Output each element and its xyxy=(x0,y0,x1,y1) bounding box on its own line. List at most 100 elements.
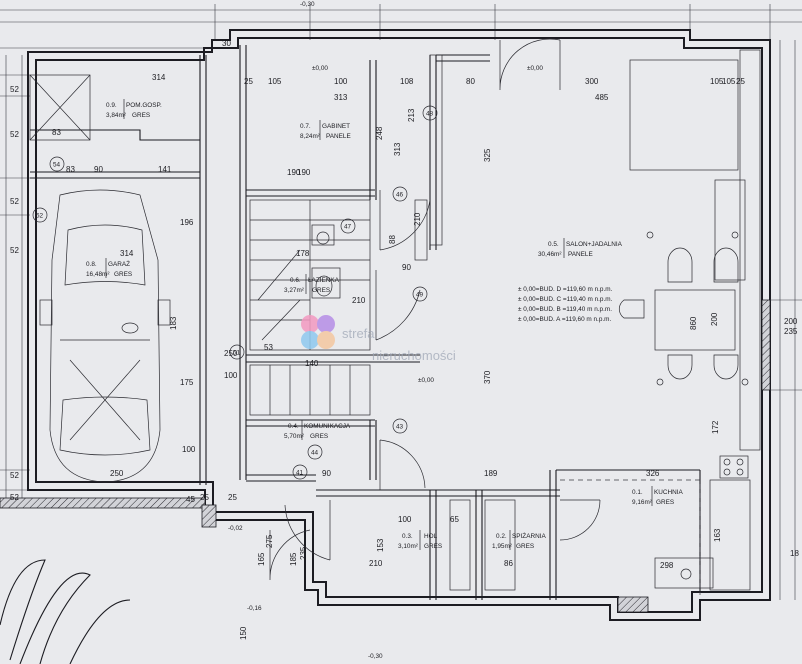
section-tag-label: 46 xyxy=(396,192,404,199)
svg-text:0.8.: 0.8. xyxy=(86,261,97,268)
section-tag-label: 52 xyxy=(36,213,44,220)
dimension-label: 65 xyxy=(450,515,459,524)
room-label-pom-gosp: 0.9. POM.GOSP. 3,84m² GRES xyxy=(106,99,162,119)
svg-text:0.1.: 0.1. xyxy=(632,489,643,496)
dimension-label: 52 xyxy=(10,85,19,94)
dimension-label: 326 xyxy=(646,469,660,478)
dimension-label: 298 xyxy=(660,561,674,570)
section-tag-label: 41 xyxy=(296,470,304,477)
dimension-label: 185 xyxy=(289,552,298,566)
dimension-label: 80 xyxy=(466,77,475,86)
dimension-label: 88 xyxy=(388,235,397,244)
staircase xyxy=(249,199,371,416)
svg-text:8,24m²: 8,24m² xyxy=(300,133,320,140)
svg-text:0.2.: 0.2. xyxy=(496,533,507,540)
dimension-label: 190 xyxy=(297,168,311,177)
svg-text:1,95m²: 1,95m² xyxy=(492,543,512,550)
dimension-label: 25 xyxy=(200,493,209,502)
section-tag-circle xyxy=(292,464,308,480)
dimension-label: 83 xyxy=(52,128,61,137)
svg-text:GRES: GRES xyxy=(424,543,442,550)
watermark-line1: strefa xyxy=(342,326,375,341)
dimension-label: 196 xyxy=(180,218,194,227)
section-tag-label: 54 xyxy=(53,162,61,169)
svg-text:GRES: GRES xyxy=(312,287,330,294)
dimension-label: 190 xyxy=(287,168,301,177)
svg-text:SPIŻARNIA: SPIŻARNIA xyxy=(512,531,546,540)
dimension-label: 86 xyxy=(504,559,513,568)
svg-text:0.6.: 0.6. xyxy=(290,277,301,284)
dimension-lines-top xyxy=(0,4,802,49)
dimension-label: 210 xyxy=(369,559,383,568)
doors xyxy=(269,38,601,581)
level-note-a: ± 0,00=BUD. A =119,60 m n.p.m. xyxy=(518,316,611,323)
watermark-logo xyxy=(301,315,335,349)
dimension-label: 165 xyxy=(257,552,266,566)
section-tag-label: 49 xyxy=(416,292,424,299)
dimension-label: 200 xyxy=(710,312,719,326)
bathroom-fixtures xyxy=(311,224,341,299)
section-tag-circle xyxy=(49,156,65,172)
dimension-label: 52 xyxy=(10,493,19,502)
dimension-label: 248 xyxy=(375,126,384,140)
dimension-label: 178 xyxy=(296,249,310,258)
level-mark: ±0,00 xyxy=(527,65,543,72)
section-tag-circle xyxy=(307,444,323,460)
dimension-label: 52 xyxy=(10,130,19,139)
dimension-label: 172 xyxy=(711,420,720,434)
dimension-label: 52 xyxy=(10,246,19,255)
dimension-label: 90 xyxy=(402,263,411,272)
dimension-label: 314 xyxy=(152,73,166,82)
shelves xyxy=(29,54,516,591)
svg-text:9,16m²: 9,16m² xyxy=(632,499,652,506)
room-label-lazienka: 0.6. ŁAZIENKA 3,27m² GRES xyxy=(284,274,340,294)
dimension-label: 90 xyxy=(322,469,331,478)
dimension-label: 300 xyxy=(585,77,599,86)
level-note-b: ± 0,00=BUD. B =119,40 m n.p.m. xyxy=(518,306,612,313)
svg-text:3,84m²: 3,84m² xyxy=(106,112,126,119)
svg-text:HOL: HOL xyxy=(424,533,438,540)
dimension-label: 313 xyxy=(393,142,402,156)
room-label-kuchnia: 0.1. KUCHNIA 9,16m² GRES xyxy=(632,486,683,506)
section-tag-circle xyxy=(392,418,408,434)
level-mark: -0,16 xyxy=(247,605,262,612)
room-label-garaz: 0.8. GARAŻ 16,48m² GRES xyxy=(86,258,132,278)
section-tag-circle xyxy=(32,207,48,223)
svg-text:5,70m²: 5,70m² xyxy=(284,433,304,440)
svg-text:GRES: GRES xyxy=(516,543,534,550)
dimension-label: 250 xyxy=(224,349,238,358)
dimension-label: 90 xyxy=(94,165,103,174)
dimension-label: 25 xyxy=(736,77,745,86)
room-label-komunikacja: 0.4. KOMUNIKACJA 5,70m² GRES xyxy=(284,420,351,440)
dimension-label: 250 xyxy=(110,469,124,478)
dimension-label: 18 xyxy=(790,549,799,558)
svg-text:0.7.: 0.7. xyxy=(300,123,311,130)
level-mark: ±0,00 xyxy=(312,65,328,72)
room-label-gabinet: 0.7. GABINET 8,24m² PANELE xyxy=(300,120,351,140)
dimension-label: 860 xyxy=(689,316,698,330)
dimension-label: 100 xyxy=(334,77,348,86)
dimension-label: 200 xyxy=(784,317,798,326)
dimension-label: 52 xyxy=(10,471,19,480)
svg-text:PANELE: PANELE xyxy=(326,133,351,140)
section-tag-label: 48 xyxy=(426,111,434,118)
room-label-hol: 0.3. HOL 3,10m² GRES xyxy=(398,530,442,550)
svg-text:0.3.: 0.3. xyxy=(402,533,413,540)
svg-text:0.4.: 0.4. xyxy=(288,423,299,430)
svg-text:GABINET: GABINET xyxy=(322,123,350,130)
dimension-label: 108 xyxy=(400,77,414,86)
level-note-c: ± 0,00=BUD. C =119,40 m n.p.m. xyxy=(518,296,613,303)
dimension-label: 235 xyxy=(299,546,308,560)
level-mark: -0,30 xyxy=(368,653,383,660)
dimension-label: 105 xyxy=(710,77,724,86)
level-mark: -0,02 xyxy=(228,525,243,532)
dimension-label: 52 xyxy=(10,197,19,206)
level-note-d: ± 0,00=BUD. D =119,60 m n.p.m. xyxy=(518,286,613,293)
section-tag-label: 47 xyxy=(344,224,352,231)
svg-text:30,46m²: 30,46m² xyxy=(538,251,561,258)
dimension-label: 105 xyxy=(722,77,736,86)
section-tag-circle xyxy=(412,286,428,302)
